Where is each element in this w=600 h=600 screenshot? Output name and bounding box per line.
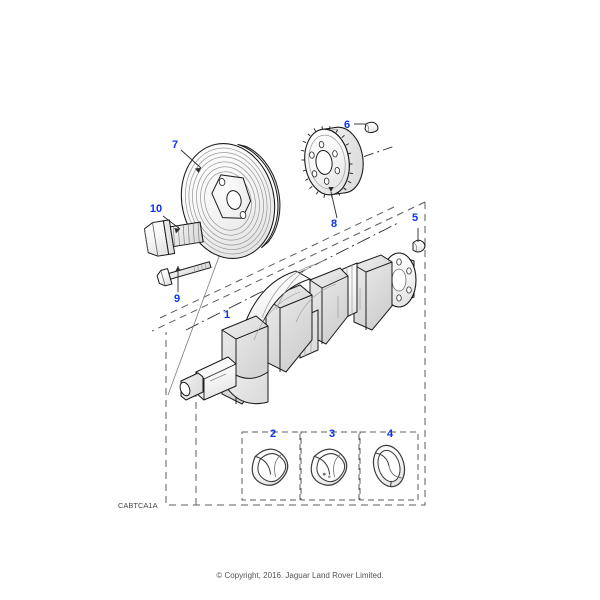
callout-6: 6 (344, 119, 350, 131)
centreline-axis (185, 221, 401, 331)
callout-10: 10 (150, 203, 162, 215)
crankshaft-nose (179, 356, 237, 401)
pulley-bolt-small (156, 261, 212, 287)
callout-7: 7 (172, 139, 178, 151)
callout-9: 9 (174, 293, 180, 305)
assembly-boundary (151, 201, 426, 506)
crank-web-arcs (243, 259, 327, 335)
thrust-washer-set (372, 444, 406, 488)
leader-10 (162, 215, 181, 230)
assembly-boundary-inner (159, 206, 395, 505)
callout-2: 2 (270, 428, 276, 440)
locating-dowel (412, 239, 426, 253)
callout-arrowheads (174, 168, 334, 271)
diagram-code: CABTCA1A (118, 501, 158, 510)
crankshaft-pulley-damper (180, 143, 281, 259)
bearing-box-4 (359, 431, 419, 501)
callout-labels: 1 2 3 4 5 6 7 8 9 10 (150, 119, 418, 440)
callout-8: 8 (331, 218, 337, 230)
bearing-box-3 (300, 431, 360, 501)
main-bearing-shell-lower (310, 448, 348, 486)
main-bearing-shell-upper (251, 448, 289, 486)
bearing-box-2 (241, 431, 301, 501)
callout-leaders (162, 123, 419, 292)
callout-4: 4 (387, 428, 394, 440)
callout-5: 5 (412, 212, 418, 224)
copyright-notice: © Copyright, 2016. Jaguar Land Rover Lim… (216, 571, 383, 580)
crankshaft-sprocket (301, 126, 364, 198)
leader-7 (180, 149, 202, 169)
woodruff-key (364, 121, 379, 134)
callout-1: 1 (224, 309, 230, 321)
bearing-boxes (241, 431, 419, 501)
leader-8 (330, 191, 338, 219)
callout-3: 3 (329, 428, 335, 440)
crankshaft-assembly (179, 252, 417, 405)
crank-web-rear (353, 254, 393, 331)
